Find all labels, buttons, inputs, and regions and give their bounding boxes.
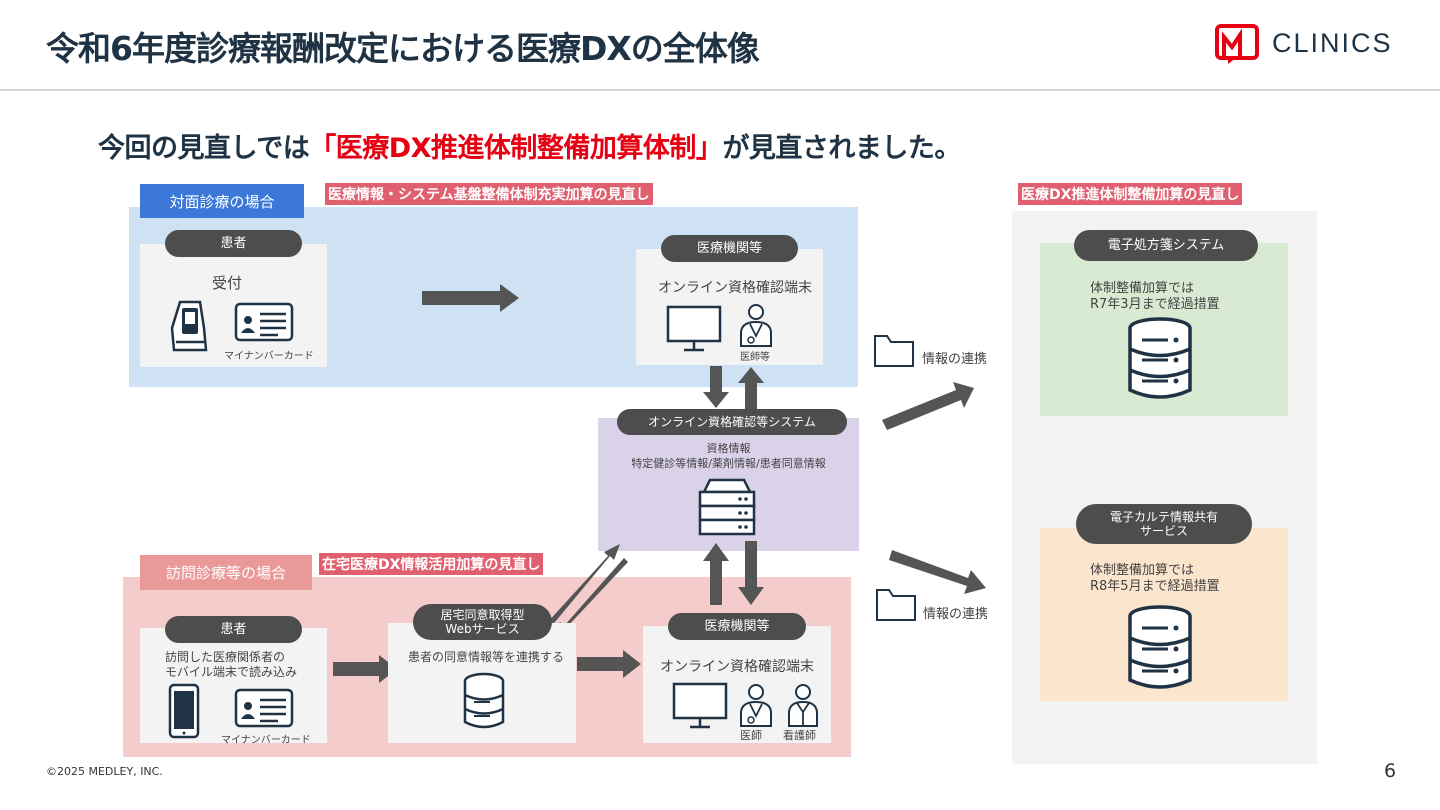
subtitle: 今回の見直しでは「医療DX推進体制整備加算体制」が見直されました。: [98, 126, 961, 165]
server-icon: [698, 478, 756, 536]
patient-pill: 患者: [165, 230, 302, 257]
home-terminal-label: オンライン資格確認端末: [660, 659, 814, 675]
online-system-pill: オンライン資格確認等システム: [617, 409, 847, 435]
institution-card: [636, 249, 823, 365]
subtitle-suffix: が見直されました。: [722, 133, 961, 164]
arrow-right-home-icon: [333, 655, 397, 683]
patient-card: [140, 244, 327, 367]
ekarte-database-icon: [1128, 605, 1192, 689]
logo-text: CLINICS: [1272, 28, 1393, 58]
clinics-logo-icon: [1215, 24, 1259, 64]
eprescription-line1: 体制整備加算では: [1090, 281, 1195, 296]
home-doctor-label: 医師: [740, 729, 762, 742]
smartphone-icon: [168, 683, 200, 739]
ekarte-pill: 電子カルテ情報共有 サービス: [1076, 504, 1252, 544]
tag-system-infrastructure: 医療情報・システム基盤整備体制充実加算の見直し: [325, 183, 653, 205]
database-icon: [463, 672, 505, 729]
eprescription-database-icon: [1128, 317, 1192, 399]
web-pill-line1: 居宅同意取得型: [440, 607, 525, 622]
doctor-label: 医師等: [740, 352, 770, 363]
nurse-icon: [788, 684, 818, 727]
home-institution-pill: 医療機関等: [668, 613, 806, 640]
folder-icon: [874, 335, 914, 367]
home-monitor-icon: [672, 682, 728, 729]
home-doctor-icon: [740, 684, 772, 727]
home-desc-line2: モバイル端末で読み込み: [165, 665, 298, 679]
institution-pill: 医療機関等: [661, 235, 798, 262]
reception-kiosk-icon: [170, 300, 208, 352]
system-line1: 資格情報: [706, 442, 751, 455]
ekarte-pill-line1: 電子カルテ情報共有: [1109, 509, 1218, 524]
reception-label: 受付: [212, 274, 243, 292]
web-service-pill: 居宅同意取得型 Webサービス: [413, 604, 552, 640]
doctor-icon: [740, 304, 772, 347]
tag-dx-promotion: 医療DX推進体制整備加算の見直し: [1018, 183, 1243, 205]
web-service-desc: 患者の同意情報等を連携する: [408, 650, 565, 664]
mynumber-card-label: マイナンバーカード: [224, 351, 314, 362]
link-upper-label: 情報の連携: [922, 352, 988, 367]
eprescription-line2: R7年3月まで経過措置: [1090, 297, 1220, 312]
system-line2: 特定健診等情報/薬剤情報/患者同意情報: [631, 457, 826, 470]
home-desc-line1: 訪問した医療関係者の: [165, 650, 286, 664]
monitor-icon: [666, 305, 722, 352]
arrow-down-right-icon: [889, 550, 986, 594]
subtitle-highlight: 「医療DX推進体制整備加算体制」: [309, 133, 723, 164]
arrow-up-right-icon: [882, 382, 974, 430]
home-visit-label: 訪問診療等の場合: [140, 555, 312, 590]
header-divider: [0, 89, 1440, 91]
home-mynumber-card-label: マイナンバーカード: [221, 735, 311, 746]
page-title: 令和6年度診療報酬改定における医療DXの全体像: [46, 29, 760, 68]
mynumber-card-icon: [234, 302, 294, 342]
diagonal-arrows-icon: [546, 544, 628, 638]
bidirectional-arrows-icon: [703, 366, 764, 410]
bidirectional-arrows-lower-icon: [703, 541, 764, 605]
ekarte-pill-line2: サービス: [1139, 524, 1188, 538]
subtitle-prefix: 今回の見直しでは: [98, 133, 310, 164]
arrow-right-icon: [422, 284, 519, 312]
ekarte-line1: 体制整備加算では: [1090, 563, 1195, 578]
terminal-label: オンライン資格確認端末: [658, 280, 812, 296]
web-pill-line2: Webサービス: [445, 622, 520, 636]
arrow-right-web-icon: [577, 650, 641, 678]
home-patient-pill: 患者: [165, 616, 302, 643]
ekarte-line2: R8年5月まで経過措置: [1090, 579, 1220, 594]
page-number: 6: [1384, 760, 1397, 782]
tag-home-dx: 在宅医療DX情報活用加算の見直し: [319, 553, 544, 575]
home-mynumber-card-icon: [234, 688, 294, 728]
nurse-label: 看護師: [783, 729, 816, 742]
face-to-face-label: 対面診療の場合: [140, 184, 304, 218]
link-lower-label: 情報の連携: [923, 607, 989, 622]
copyright: ©2025 MEDLEY, INC.: [46, 765, 163, 778]
eprescription-pill: 電子処方箋システム: [1074, 230, 1258, 261]
folder-lower-icon: [876, 589, 916, 621]
